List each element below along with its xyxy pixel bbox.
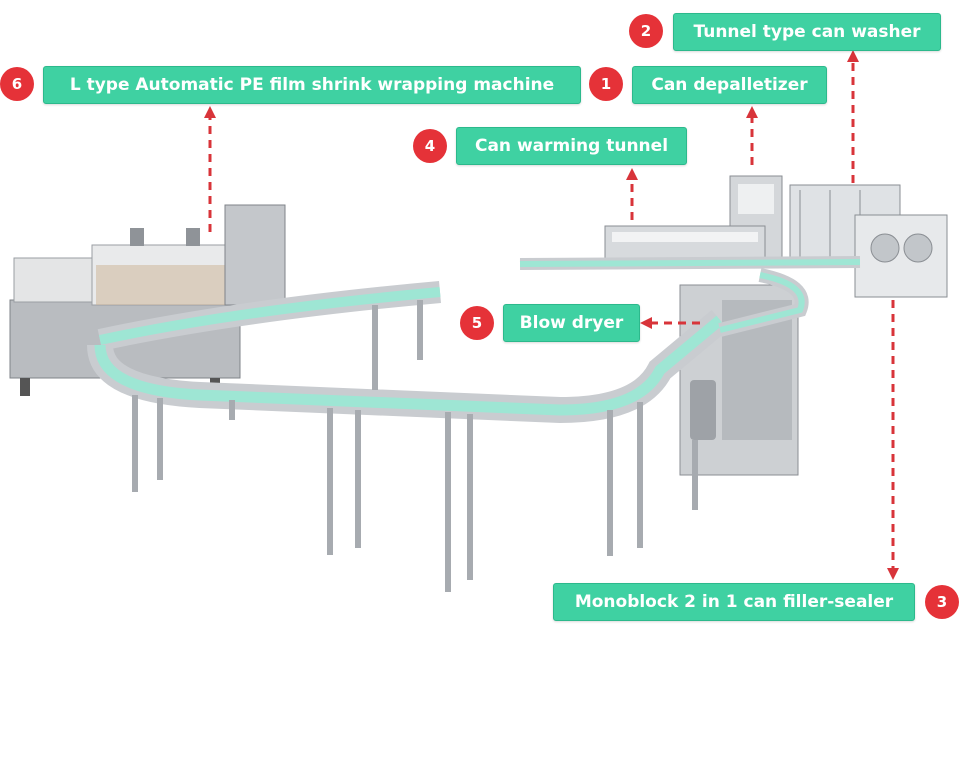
callout-4-badge: 4: [413, 129, 447, 163]
callout-5-label: Blow dryer: [503, 304, 640, 342]
shrink-wrapping-machine: [9, 204, 286, 396]
callout-2-label: Tunnel type can washer: [673, 13, 941, 51]
callout-5-badge: 5: [460, 306, 494, 340]
callout-arrows: [208, 60, 895, 572]
callout-1-label: Can depalletizer: [632, 66, 827, 104]
conveyor-system: [87, 256, 861, 424]
callout-4-label: Can warming tunnel: [456, 127, 687, 165]
conveyor-legs: [132, 300, 698, 592]
callout-3-badge: 3: [925, 585, 959, 619]
callout-6-label: L type Automatic PE film shrink wrapping…: [43, 66, 581, 104]
callout-1-badge: 1: [589, 67, 623, 101]
callout-2-badge: 2: [629, 14, 663, 48]
filler-sealer-machine: [854, 214, 948, 298]
callout-6-badge: 6: [0, 67, 34, 101]
callout-3-label: Monoblock 2 in 1 can filler-sealer: [553, 583, 915, 621]
arrow-heads: [204, 50, 899, 580]
